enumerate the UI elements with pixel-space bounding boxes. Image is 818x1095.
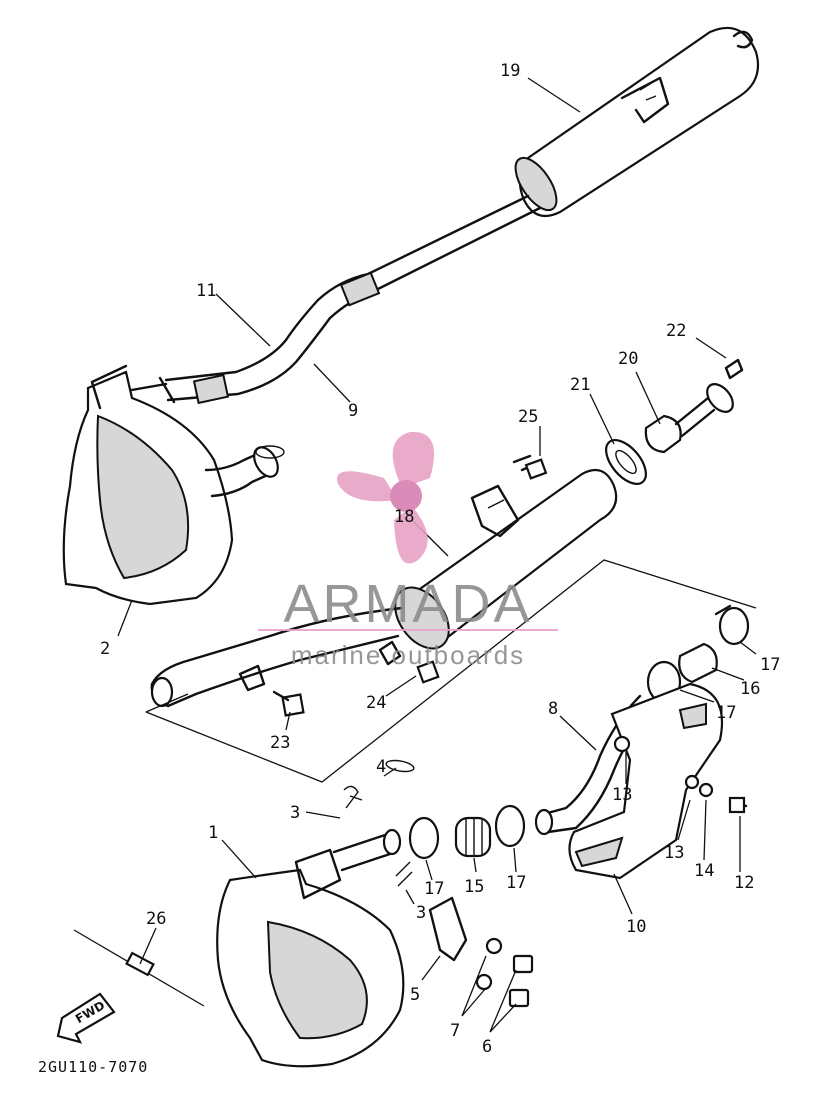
callout-13a: 13 xyxy=(612,785,632,805)
callout-25: 25 xyxy=(518,407,538,427)
callout-10: 10 xyxy=(626,917,646,937)
callout-14: 14 xyxy=(694,861,714,881)
part-2-exhaust-chamber xyxy=(62,364,285,606)
watermark-tagline: marine outboards xyxy=(291,640,525,670)
callout-17a: 17 xyxy=(760,655,780,675)
callout-21: 21 xyxy=(570,375,590,395)
callout-12: 12 xyxy=(734,873,754,893)
leader-bracket-lines xyxy=(145,559,757,783)
callout-23: 23 xyxy=(270,733,290,753)
callout-2: 2 xyxy=(100,639,110,659)
callout-6: 6 xyxy=(482,1037,492,1057)
callout-20: 20 xyxy=(618,349,638,369)
callout-18: 18 xyxy=(394,507,414,527)
part-26-spring xyxy=(73,929,205,1007)
part-15-17-joint xyxy=(408,804,526,860)
part-20-21-22-end-pieces xyxy=(605,358,744,485)
part-1-exhaust-chamber xyxy=(216,759,534,1068)
callout-13b: 13 xyxy=(664,843,684,863)
callout-24: 24 xyxy=(366,693,386,713)
callout-16: 16 xyxy=(740,679,760,699)
callout-17c: 17 xyxy=(506,873,526,893)
leader-lines xyxy=(117,77,757,1033)
callout-19: 19 xyxy=(500,61,520,81)
callout-3b: 3 xyxy=(416,903,426,923)
propeller-logo-icon xyxy=(336,431,435,564)
callout-labels: 19 11 9 2 18 21 20 22 25 24 23 17 16 17 … xyxy=(100,61,780,1057)
diagram-code: 2GU110-7070 xyxy=(38,1058,148,1076)
part-18-silencer xyxy=(150,468,618,708)
callout-5: 5 xyxy=(410,985,420,1005)
callout-8: 8 xyxy=(548,699,558,719)
watermark: ARMADA marine outboards xyxy=(258,431,558,670)
fwd-arrow-icon: FWD xyxy=(56,992,116,1044)
callout-4: 4 xyxy=(376,757,386,777)
callout-15: 15 xyxy=(464,877,484,897)
callout-17d: 17 xyxy=(424,879,444,899)
callout-22: 22 xyxy=(666,321,686,341)
callout-9: 9 xyxy=(348,401,358,421)
bolts-23-24-25 xyxy=(272,454,548,717)
callout-7: 7 xyxy=(450,1021,460,1041)
callout-26: 26 xyxy=(146,909,166,929)
watermark-brand: ARMADA xyxy=(283,574,532,634)
callout-1: 1 xyxy=(208,823,218,843)
callout-11: 11 xyxy=(196,281,216,301)
callout-17b: 17 xyxy=(716,703,736,723)
part-19-muffler xyxy=(366,26,760,294)
part-8-10-16-17-guard-pipe xyxy=(534,604,750,880)
part-9-11-pipe xyxy=(118,271,381,405)
callout-3a: 3 xyxy=(290,803,300,823)
